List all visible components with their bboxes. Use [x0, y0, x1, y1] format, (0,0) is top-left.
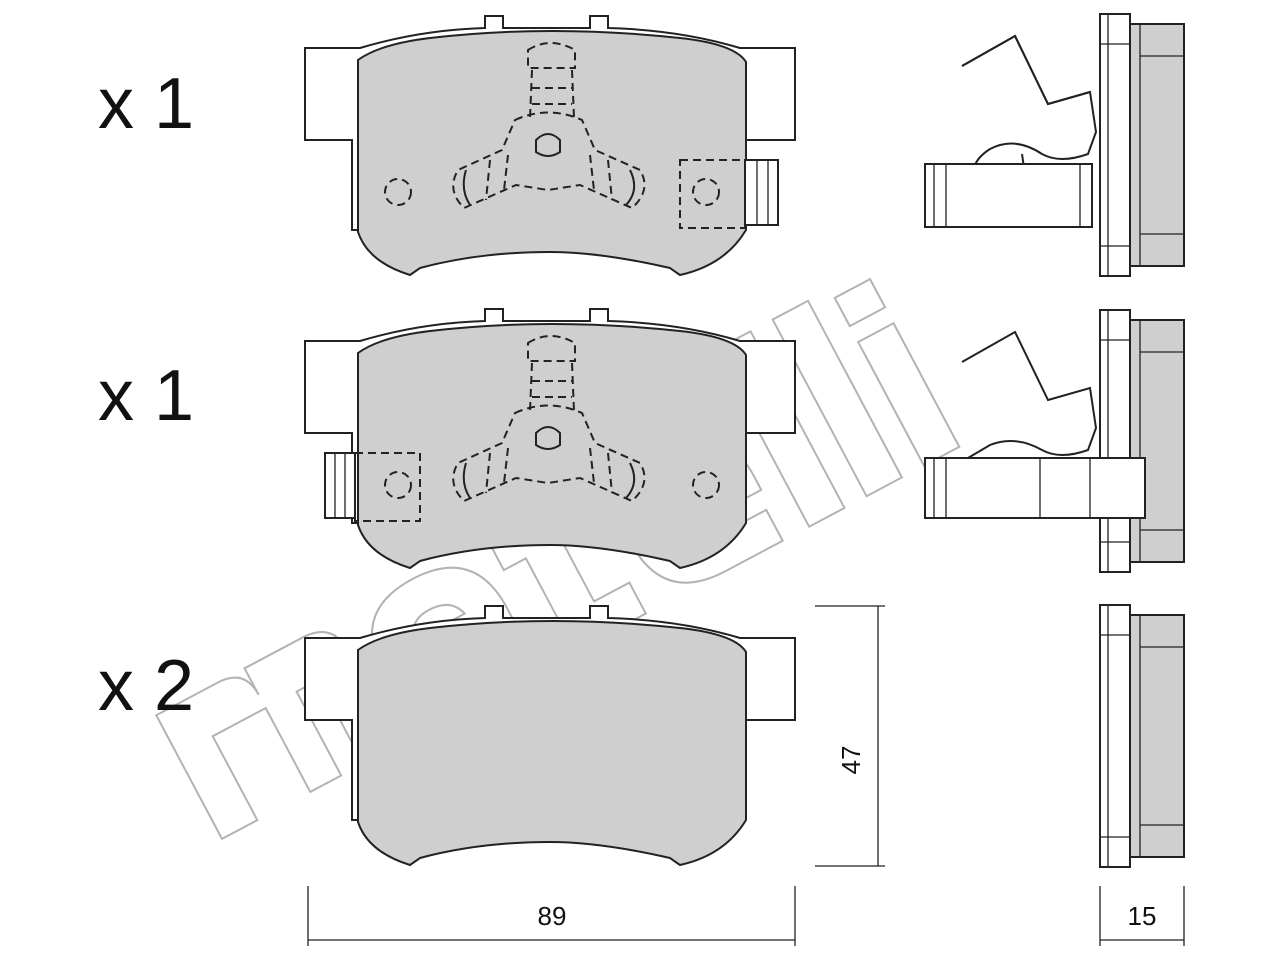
pad-hole-1 — [384, 178, 412, 206]
brake-pad-side-view-2 — [924, 309, 1185, 573]
pad-hole-2 — [692, 471, 720, 499]
shim-outline-1 — [452, 42, 646, 210]
quantity-label-row2: x 1 — [98, 356, 194, 436]
width-dimension: 89 — [307, 886, 796, 946]
quantity-label-row3: x 2 — [98, 646, 194, 726]
quantity-label-row1: x 1 — [98, 64, 194, 144]
brake-pad-front-view-3 — [304, 605, 796, 866]
brake-pad-front-view-2 — [304, 308, 796, 569]
thickness-dimension-value: 15 — [1128, 901, 1157, 931]
height-dimension-value: 47 — [836, 746, 866, 775]
height-dimension: 47 — [815, 605, 885, 867]
clip-tab-hole-1 — [692, 178, 720, 206]
clip-tab-hole-2 — [384, 471, 412, 499]
thickness-dimension: 15 — [1099, 886, 1185, 946]
side-tab-1 — [744, 159, 779, 226]
brake-pad-front-view-1 — [304, 15, 796, 276]
clip-tab-2 — [354, 452, 421, 522]
side-tab-2 — [324, 452, 356, 519]
brake-pad-side-view-1 — [924, 13, 1185, 277]
brake-pad-side-view-3 — [1099, 604, 1185, 868]
wear-indicator-spring-2 — [961, 330, 1098, 459]
width-dimension-value: 89 — [538, 901, 567, 931]
shim-outline-2 — [452, 335, 646, 503]
